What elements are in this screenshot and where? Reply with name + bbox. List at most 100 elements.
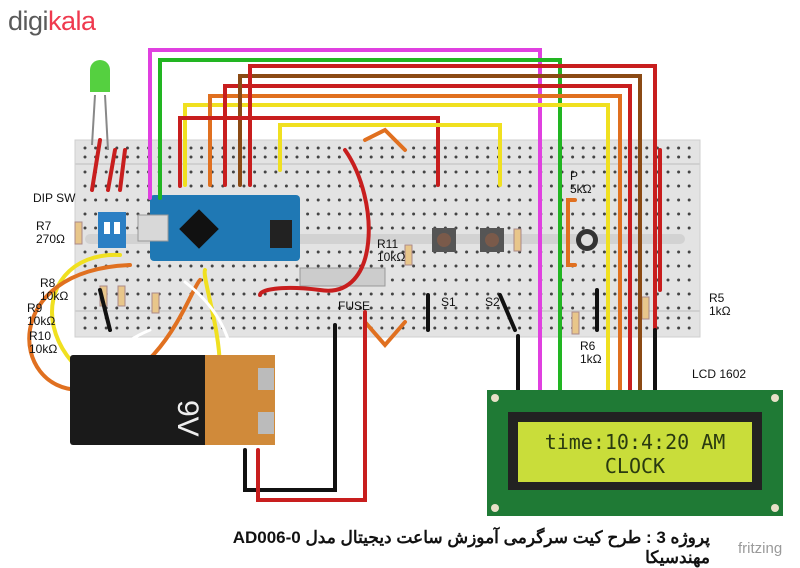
breadboard-hole <box>443 306 447 310</box>
breadboard-hole <box>613 306 617 310</box>
dip-switch[interactable] <box>98 212 126 248</box>
breadboard-hole <box>592 306 596 310</box>
breadboard-hole <box>602 326 606 330</box>
breadboard-hole <box>592 146 596 150</box>
breadboard-hole <box>465 184 469 188</box>
breadboard-hole <box>327 170 331 174</box>
breadboard-hole <box>83 170 87 174</box>
breadboard-hole <box>390 198 394 202</box>
breadboard-hole <box>200 264 204 268</box>
breadboard-hole <box>677 278 681 282</box>
breadboard-hole <box>157 316 161 320</box>
breadboard-hole <box>602 250 606 254</box>
breadboard-hole <box>634 264 638 268</box>
breadboard-hole <box>507 326 511 330</box>
breadboard-hole <box>306 326 310 330</box>
breadboard-hole <box>454 306 458 310</box>
breadboard-hole <box>581 306 585 310</box>
breadboard-hole <box>327 184 331 188</box>
breadboard-hole <box>412 292 416 296</box>
breadboard-hole <box>602 278 606 282</box>
breadboard-hole <box>645 146 649 150</box>
breadboard-hole <box>412 316 416 320</box>
breadboard-hole <box>253 155 257 159</box>
breadboard-hole <box>136 264 140 268</box>
breadboard-hole <box>677 306 681 310</box>
breadboard-hole <box>528 198 532 202</box>
breadboard-hole <box>412 198 416 202</box>
breadboard-hole <box>401 316 405 320</box>
breadboard-hole <box>613 250 617 254</box>
breadboard-hole <box>592 264 596 268</box>
breadboard-hole <box>507 226 511 230</box>
breadboard-hole <box>380 264 384 268</box>
breadboard-hole <box>263 326 267 330</box>
breadboard-hole <box>613 170 617 174</box>
breadboard-hole <box>645 184 649 188</box>
breadboard-hole <box>115 170 119 174</box>
digikala-logo: digikala <box>8 6 96 37</box>
breadboard-hole <box>613 155 617 159</box>
breadboard-hole <box>263 278 267 282</box>
breadboard-hole <box>624 306 628 310</box>
breadboard-hole <box>94 292 98 296</box>
breadboard-hole <box>507 212 511 216</box>
breadboard-hole <box>83 278 87 282</box>
breadboard-hole <box>380 155 384 159</box>
breadboard-hole <box>433 316 437 320</box>
breadboard-hole <box>253 306 257 310</box>
breadboard-hole <box>645 292 649 296</box>
breadboard-hole <box>231 146 235 150</box>
breadboard-hole <box>433 146 437 150</box>
breadboard-hole <box>369 146 373 150</box>
breadboard-hole <box>242 155 246 159</box>
breadboard-hole <box>624 250 628 254</box>
breadboard-hole <box>369 316 373 320</box>
breadboard-hole <box>136 170 140 174</box>
breadboard-hole <box>677 155 681 159</box>
breadboard-hole <box>443 212 447 216</box>
breadboard-hole <box>496 278 500 282</box>
breadboard-hole <box>306 292 310 296</box>
breadboard-hole <box>528 316 532 320</box>
breadboard-hole <box>634 316 638 320</box>
breadboard-hole <box>295 170 299 174</box>
breadboard-hole <box>157 278 161 282</box>
breadboard-hole <box>369 212 373 216</box>
label-r9: R9 10kΩ <box>27 301 56 328</box>
breadboard-hole <box>422 155 426 159</box>
breadboard-hole <box>316 155 320 159</box>
breadboard-hole <box>221 264 225 268</box>
breadboard-hole <box>571 292 575 296</box>
breadboard-hole <box>189 170 193 174</box>
breadboard-hole <box>380 226 384 230</box>
breadboard-hole <box>94 278 98 282</box>
breadboard-hole <box>316 184 320 188</box>
breadboard-hole <box>571 146 575 150</box>
label-r10: R10 10kΩ <box>29 329 58 356</box>
breadboard-hole <box>242 316 246 320</box>
breadboard-hole <box>634 198 638 202</box>
breadboard-hole <box>666 212 670 216</box>
breadboard-hole <box>295 146 299 150</box>
breadboard-hole <box>571 278 575 282</box>
breadboard-hole <box>189 316 193 320</box>
breadboard-hole <box>486 198 490 202</box>
breadboard-hole <box>221 278 225 282</box>
breadboard-hole <box>666 326 670 330</box>
breadboard-hole <box>677 292 681 296</box>
label-s2: S2 <box>485 295 500 309</box>
breadboard-hole <box>465 170 469 174</box>
breadboard-hole <box>200 146 204 150</box>
breadboard-hole <box>465 212 469 216</box>
breadboard-hole <box>157 326 161 330</box>
breadboard-hole <box>443 184 447 188</box>
breadboard-hole <box>221 316 225 320</box>
breadboard-hole <box>528 155 532 159</box>
battery-9v <box>70 355 275 445</box>
breadboard-hole <box>624 278 628 282</box>
breadboard-hole <box>189 278 193 282</box>
breadboard-hole <box>337 155 341 159</box>
breadboard-hole <box>645 250 649 254</box>
label-r8: R8 10kΩ <box>40 276 69 303</box>
